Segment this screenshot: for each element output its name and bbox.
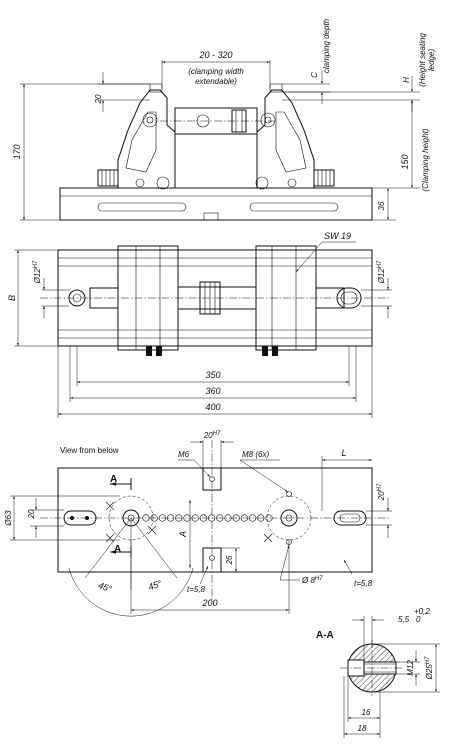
dim-a-vertical: A bbox=[178, 531, 188, 538]
dim-18: 18 bbox=[358, 724, 367, 733]
hole-row bbox=[142, 514, 273, 522]
dim-36: 36 bbox=[377, 201, 386, 210]
row-hole bbox=[249, 514, 257, 522]
dim-150: 150 bbox=[400, 154, 410, 169]
row-hole bbox=[232, 514, 240, 522]
depth-right: t=5,8 bbox=[354, 579, 373, 588]
dim-b: B bbox=[7, 295, 17, 301]
dim-c: C bbox=[310, 72, 319, 78]
thread-m6: M6 bbox=[178, 450, 190, 459]
row-hole bbox=[158, 514, 166, 522]
top-slot-right bbox=[336, 287, 362, 309]
hole-8: Ø 8H7 bbox=[301, 576, 323, 585]
dim-170: 170 bbox=[12, 144, 22, 159]
wrench-size: SW 19 bbox=[324, 231, 351, 241]
hole-right-dia: Ø12H7 bbox=[377, 260, 386, 284]
bottom-circle-right bbox=[266, 495, 312, 541]
top-view: B Ø12H7 Ø12H7 SW 19 350 360 400 bbox=[7, 231, 392, 418]
row-hole bbox=[199, 514, 207, 522]
row-hole bbox=[240, 514, 248, 522]
c-clamping-depth: clamping depth bbox=[322, 18, 331, 73]
row-hole bbox=[167, 514, 175, 522]
right-clamp-jaw bbox=[255, 89, 335, 190]
section-title: A-A bbox=[316, 630, 334, 641]
width-note-2: extendable) bbox=[195, 77, 237, 86]
left-clamp-jaw bbox=[97, 89, 176, 190]
row-hole bbox=[191, 514, 199, 522]
front-view: 20 - 320 (clamping width extendable) 20 … bbox=[12, 18, 436, 221]
bottom-view-title: View from below bbox=[60, 446, 119, 455]
depth-left: t=5,8 bbox=[187, 585, 206, 594]
bottom-circle-left bbox=[108, 495, 154, 541]
len-350: 350 bbox=[205, 370, 220, 380]
hole-left-dia: Ø12H7 bbox=[33, 260, 42, 284]
spindle bbox=[160, 107, 275, 135]
row-hole bbox=[142, 514, 150, 522]
angle-2: 45° bbox=[147, 578, 164, 592]
row-hole bbox=[208, 514, 216, 522]
row-hole bbox=[175, 514, 183, 522]
top-hole-left bbox=[68, 289, 86, 307]
row-hole bbox=[224, 514, 232, 522]
bottom-base bbox=[57, 467, 373, 573]
dim-16: 16 bbox=[362, 708, 371, 717]
clamping-height: (Clamping height) bbox=[421, 128, 430, 191]
dim-20-left: 20 bbox=[27, 509, 36, 519]
h-note-1: (Height seating bbox=[418, 33, 427, 87]
len-360: 360 bbox=[205, 386, 220, 396]
row-hole bbox=[257, 514, 265, 522]
dia-25: Ø25H7 bbox=[425, 656, 434, 680]
dim-26: 26 bbox=[225, 555, 234, 565]
dim-20-right: 20H7 bbox=[377, 483, 386, 501]
row-hole bbox=[216, 514, 224, 522]
dim-5-5: 5,5 bbox=[398, 615, 410, 624]
thread-m8: M8 (6x) bbox=[242, 450, 269, 459]
tol-up: +0,2 bbox=[414, 607, 430, 616]
row-hole bbox=[150, 514, 158, 522]
angle-1: 45° bbox=[97, 580, 114, 594]
dim-200: 200 bbox=[201, 598, 217, 608]
section-marker-a-bottom: A bbox=[114, 544, 121, 555]
base-plate bbox=[59, 187, 373, 221]
base-slot-left bbox=[97, 202, 187, 212]
h-note-2: ledge) bbox=[427, 49, 436, 72]
len-400: 400 bbox=[205, 402, 220, 412]
thread-m12: M12 bbox=[406, 660, 415, 676]
width-note-1: (clamping width bbox=[188, 67, 244, 76]
row-hole bbox=[265, 514, 273, 522]
tol-dn: 0 bbox=[416, 615, 421, 624]
section-marker-a-top: A bbox=[110, 474, 117, 485]
dim-h: H bbox=[402, 77, 411, 83]
width-range-label: 20 - 320 bbox=[198, 50, 232, 60]
bottom-view: View from below bbox=[4, 431, 392, 617]
slot-width: 20H7 bbox=[203, 431, 221, 440]
dim-20-front: 20 bbox=[94, 94, 103, 104]
dim-l: L bbox=[341, 448, 346, 458]
dim-63: Ø63 bbox=[4, 510, 13, 527]
section-a-a: A-A 5,5 +0,2 0 M12 Ø25H7 16 bbox=[316, 607, 440, 738]
base-slot-right bbox=[249, 202, 339, 212]
